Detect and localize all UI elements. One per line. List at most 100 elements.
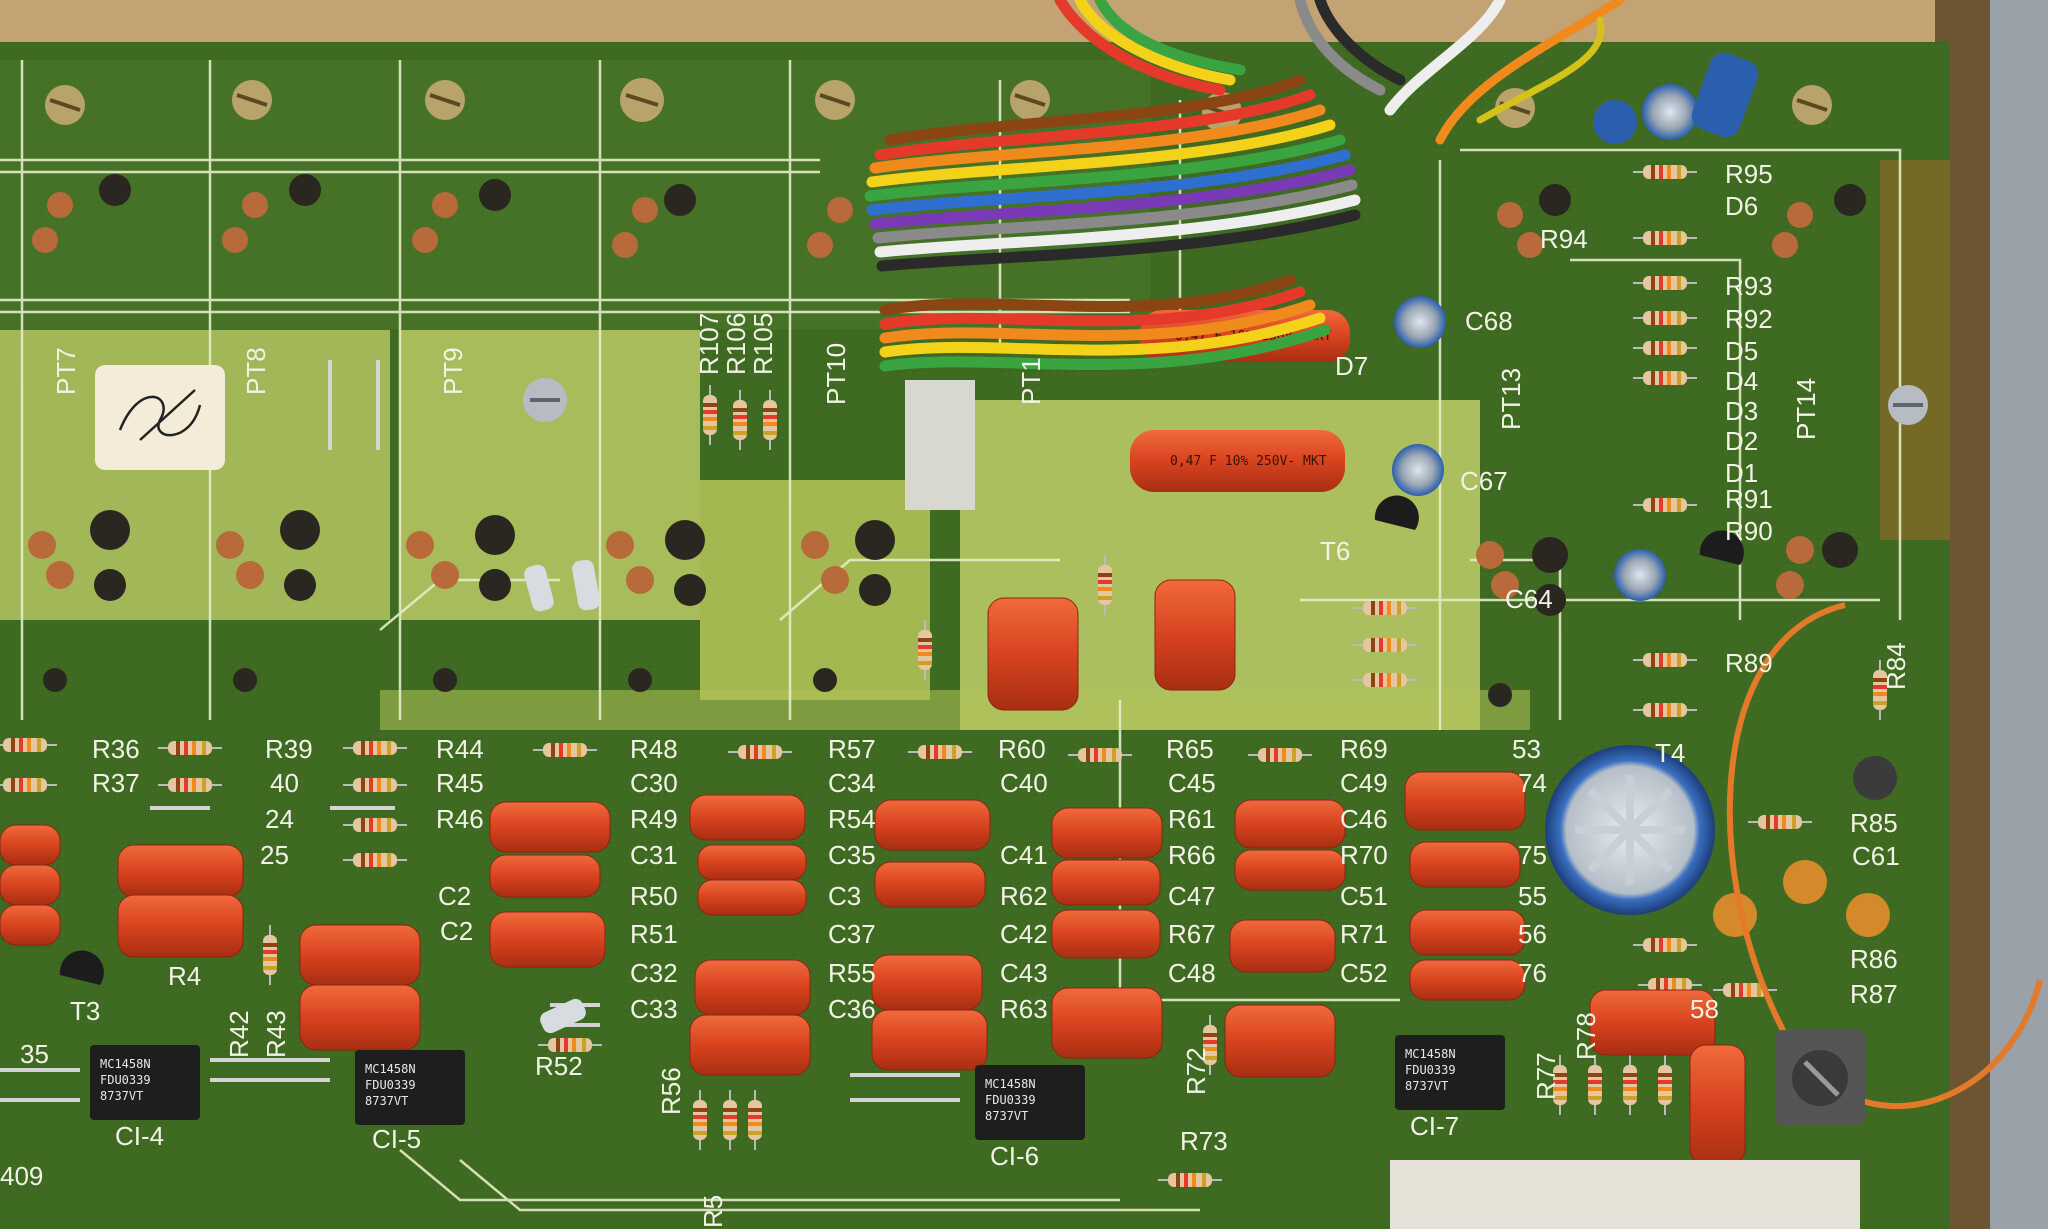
film-capacitor (697, 844, 807, 881)
label-pt9: PT9 (438, 347, 468, 395)
label-c67: C67 (1460, 466, 1508, 496)
film-capacitor (871, 1009, 988, 1071)
resistor (1633, 653, 1697, 667)
film-capacitor (694, 959, 811, 1016)
label-r56: R56 (656, 1067, 686, 1115)
bottom-connectors (1390, 1160, 1860, 1229)
label-d5: D5 (1725, 336, 1758, 366)
label-ci-7: CI-7 (1410, 1111, 1459, 1141)
label-r93: R93 (1725, 271, 1773, 301)
label-pt13: PT13 (1496, 368, 1526, 430)
resistor (1623, 1055, 1637, 1115)
label-r52: R52 (535, 1051, 583, 1081)
label-55: 55 (1518, 881, 1547, 911)
film-capacitor (871, 954, 983, 1011)
resistor (1658, 1055, 1672, 1115)
label-r57: R57 (828, 734, 876, 764)
svg-text:MC1458N: MC1458N (1405, 1047, 1456, 1061)
label-c35: C35 (828, 840, 876, 870)
svg-text:MC1458N: MC1458N (985, 1077, 1036, 1091)
label-r71: R71 (1340, 919, 1388, 949)
label-c41: C41 (1000, 840, 1048, 870)
resistor (728, 745, 792, 759)
resistor (533, 743, 597, 757)
resistor (908, 745, 972, 759)
label-74: 74 (1518, 768, 1547, 798)
resistor (158, 778, 222, 792)
label-r78: R78 (1571, 1012, 1601, 1060)
resistor (1353, 638, 1417, 652)
film-capacitor (1404, 771, 1526, 831)
metal-bracket (1990, 0, 2048, 1229)
resistor (1633, 371, 1697, 385)
film-capacitor (1409, 959, 1526, 1001)
svg-text:MC1458N: MC1458N (365, 1062, 416, 1076)
label-r90: R90 (1725, 516, 1773, 546)
electrolytic-capacitors (1392, 52, 1897, 937)
label-d7: D7 (1335, 351, 1368, 381)
label-c37: C37 (828, 919, 876, 949)
label-c64: C64 (1505, 584, 1553, 614)
film-capacitor (1234, 799, 1346, 849)
film-capacitor (1689, 1044, 1746, 1166)
label-r44: R44 (436, 734, 484, 764)
resistor (1353, 673, 1417, 687)
label-d3: D3 (1725, 396, 1758, 426)
label-r106: R106 (721, 313, 751, 375)
label-r77: R77 (1531, 1052, 1561, 1100)
label-35: 35 (20, 1039, 49, 1069)
resistor (918, 620, 932, 680)
film-capacitor (1589, 989, 1716, 1056)
label-r46: R46 (436, 804, 484, 834)
label-r60: R60 (998, 734, 1046, 764)
resistor (1203, 1015, 1217, 1075)
film-capacitor (0, 864, 61, 906)
label-r87: R87 (1850, 979, 1898, 1009)
resistor (0, 778, 57, 792)
resistor (703, 385, 717, 445)
label-c3: C3 (828, 881, 861, 911)
label-t6: T6 (1320, 536, 1350, 566)
pt-labels: PT7 PT8 PT9 PT10 PT13 PT14 PT1 (51, 343, 1821, 440)
resistor (1638, 978, 1702, 992)
film-capacitor (689, 794, 806, 841)
trimmer-pot (1775, 1030, 1865, 1125)
ic-ci-7: MC1458N FDU0339 8737VT (1395, 1035, 1505, 1110)
label-r85: R85 (1850, 808, 1898, 838)
label-r54: R54 (828, 804, 876, 834)
label-r61: R61 (1168, 804, 1216, 834)
resistor (343, 741, 407, 755)
film-capacitor (0, 904, 61, 946)
film-capacitor (874, 799, 991, 851)
film-capacitor (697, 879, 807, 916)
resistor (1158, 1173, 1222, 1187)
label-r91: R91 (1725, 484, 1773, 514)
sticker (95, 365, 225, 470)
svg-text:8737VT: 8737VT (1405, 1079, 1448, 1093)
resistor (343, 818, 407, 832)
label-c32: C32 (630, 958, 678, 988)
svg-text:8737VT: 8737VT (365, 1094, 408, 1108)
label-58: 58 (1690, 994, 1719, 1024)
film-capacitor (689, 1014, 811, 1076)
label-c52: C52 (1340, 958, 1388, 988)
svg-text:FDU0339: FDU0339 (1405, 1063, 1456, 1077)
resistor (263, 925, 277, 985)
svg-text:8737VT: 8737VT (985, 1109, 1028, 1123)
label-c43: C43 (1000, 958, 1048, 988)
film-capacitor (117, 894, 244, 958)
resistor (1633, 231, 1697, 245)
label-r50: R50 (630, 881, 678, 911)
label-r62: R62 (1000, 881, 1048, 911)
label-r72: R72 (1181, 1047, 1211, 1095)
label-c47: C47 (1168, 881, 1216, 911)
resistor (1633, 276, 1697, 290)
transistors (59, 495, 1744, 985)
label-r92: R92 (1725, 304, 1773, 334)
big-cap-bottom-marking: 0,47 F 10% 250V- MKT (1170, 454, 1327, 469)
resistor (1553, 1055, 1567, 1115)
pads (28, 174, 1866, 707)
label-r45: R45 (436, 768, 484, 798)
label-75: 75 (1518, 840, 1547, 870)
